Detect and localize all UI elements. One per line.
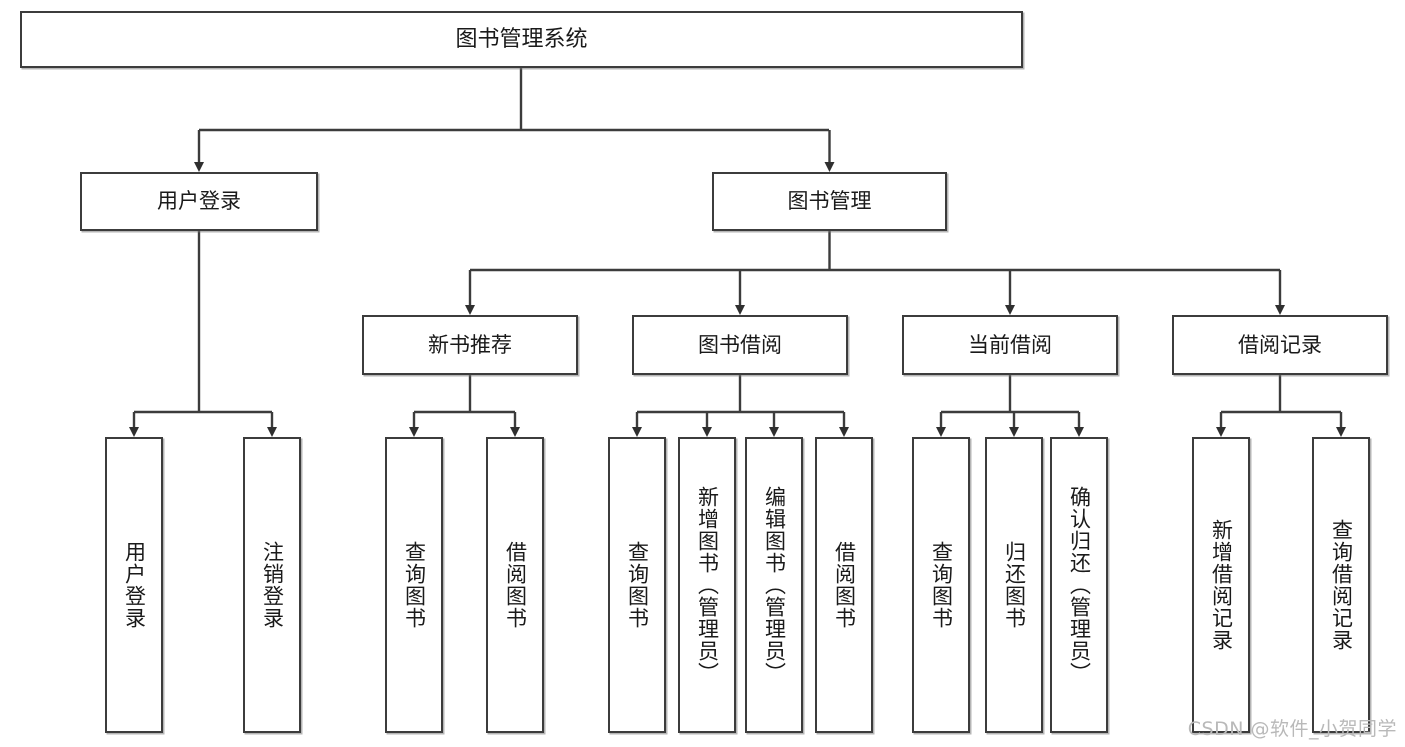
node-label: 新书推荐 <box>428 332 512 357</box>
node-label: 借阅图书 <box>832 541 857 629</box>
node-label: 查询图书 <box>929 541 954 629</box>
node-label: 新增借阅记录 <box>1209 519 1234 651</box>
leaf-node-leaf-add-book[interactable]: 新增图书（管理员） <box>678 437 736 733</box>
node-label: 归还图书 <box>1002 541 1027 629</box>
node-label: 注销登录 <box>260 541 285 629</box>
node-label: 图书管理 <box>787 189 872 214</box>
leaf-node-leaf-query-book-3[interactable]: 查询图书 <box>912 437 970 733</box>
node-label: 用户登录 <box>122 541 147 629</box>
node-label: 新增图书（管理员） <box>695 486 720 684</box>
leaf-node-leaf-borrow-book-1[interactable]: 借阅图书 <box>486 437 544 733</box>
node-label: 借阅图书 <box>503 541 528 629</box>
node-label: 确认归还（管理员） <box>1067 486 1092 684</box>
watermark: CSDN @软件_小贺同学 <box>1187 718 1397 740</box>
leaf-node-leaf-add-record[interactable]: 新增借阅记录 <box>1192 437 1250 733</box>
leaf-node-leaf-query-record[interactable]: 查询借阅记录 <box>1312 437 1370 733</box>
leaf-node-leaf-query-book-2[interactable]: 查询图书 <box>608 437 666 733</box>
root-node-root[interactable]: 图书管理系统 <box>20 11 1023 68</box>
leaf-node-leaf-borrow-book-2[interactable]: 借阅图书 <box>815 437 873 733</box>
node-label: 编辑图书（管理员） <box>762 486 787 684</box>
leaf-node-leaf-user-login[interactable]: 用户登录 <box>105 437 163 733</box>
leaf-node-leaf-query-book-1[interactable]: 查询图书 <box>385 437 443 733</box>
node-label: 当前借阅 <box>968 332 1052 357</box>
leaf-node-leaf-logout[interactable]: 注销登录 <box>243 437 301 733</box>
node-label: 图书管理系统 <box>455 26 588 52</box>
node-new-book-rec[interactable]: 新书推荐 <box>362 315 578 375</box>
node-label: 图书借阅 <box>698 332 782 357</box>
leaf-node-leaf-return-book[interactable]: 归还图书 <box>985 437 1043 733</box>
node-user-login[interactable]: 用户登录 <box>80 172 318 231</box>
node-label: 查询借阅记录 <box>1329 519 1354 651</box>
node-book-manage[interactable]: 图书管理 <box>712 172 947 231</box>
node-borrow-record[interactable]: 借阅记录 <box>1172 315 1388 375</box>
node-current-borrow[interactable]: 当前借阅 <box>902 315 1118 375</box>
node-label: 查询图书 <box>625 541 650 629</box>
node-label: 用户登录 <box>157 189 241 214</box>
node-label: 借阅记录 <box>1238 332 1322 357</box>
node-label: 查询图书 <box>402 541 427 629</box>
leaf-node-leaf-confirm-return[interactable]: 确认归还（管理员） <box>1050 437 1108 733</box>
leaf-node-leaf-edit-book[interactable]: 编辑图书（管理员） <box>745 437 803 733</box>
node-book-borrow[interactable]: 图书借阅 <box>632 315 848 375</box>
